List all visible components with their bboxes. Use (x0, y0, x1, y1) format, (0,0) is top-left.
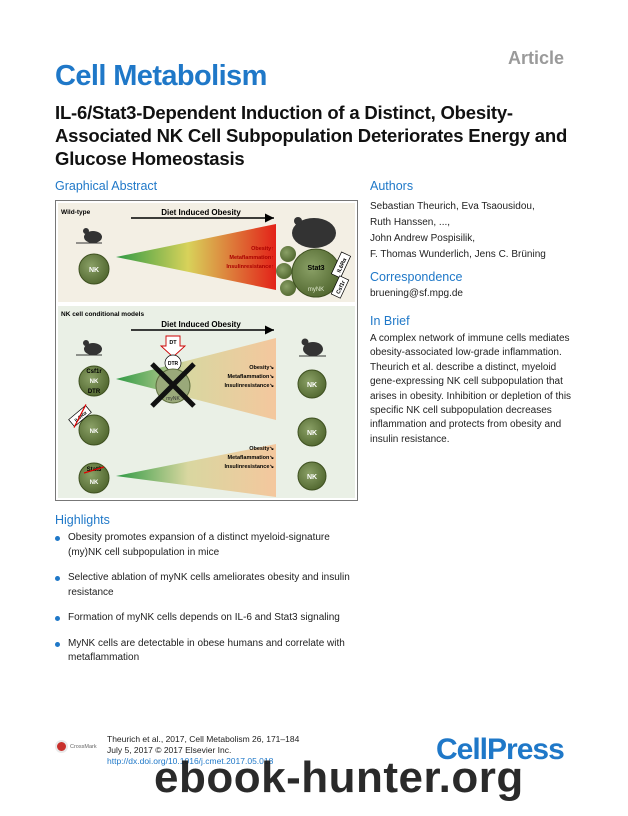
marker-metaflammation-up: Metaflammation↑ (229, 255, 274, 261)
doi-link[interactable]: http://dx.doi.org/10.1016/j.cmet.2017.05… (107, 756, 274, 766)
correspondence-heading: Correspondence (370, 270, 463, 284)
nk-cell-small (280, 246, 296, 262)
authors-list: Sebastian Theurich, Eva Tsaousidou, Ruth… (370, 199, 570, 263)
obesity-triangle-2 (116, 338, 276, 420)
marker-metaflammation-down: Metaflammation↘ (228, 374, 275, 380)
highlights-list: Obesity promotes expansion of a distinct… (55, 531, 355, 677)
nk-csf1r-dtr-cell (78, 365, 110, 397)
crossmark-badge[interactable]: CrossMark (55, 740, 97, 753)
authors-heading: Authors (370, 179, 414, 193)
marker-obesity-up: Obesity↑ (251, 246, 274, 252)
in-brief-heading: In Brief (370, 314, 410, 328)
citation-block: Theurich et al., 2017, Cell Metabolism 2… (107, 734, 299, 767)
highlight-item: Formation of myNK cells depends on IL-6 … (55, 611, 355, 626)
stat3-label: Stat3 (307, 265, 324, 272)
author-line: F. Thomas Wunderlich, Jens C. Brüning (370, 249, 546, 260)
nk-cell-right (297, 369, 327, 399)
author-line: Ruth Hanssen, ..., (370, 217, 451, 228)
diet-induced-obesity-label-2: Diet Induced Obesity (161, 320, 241, 329)
highlight-item: MyNK cells are detectable in obese human… (55, 637, 355, 666)
nk-cell-small (276, 263, 292, 279)
marker-insulinresistance-down: Insulinresistance↘ (224, 383, 274, 389)
obesity-triangle (116, 224, 276, 290)
marker-insulinresistance-up: Insulinresistance↑ (226, 264, 274, 270)
article-type-label: Article (507, 48, 564, 68)
nk-label-right-3: NK (307, 474, 317, 481)
in-brief-text: A complex network of immune cells mediat… (370, 333, 572, 445)
csf1r-label: Csf1r (86, 369, 102, 375)
diphtheria-toxin-indicator: DT (159, 335, 187, 358)
csf1r-receptor: Csf1r (330, 275, 350, 299)
marker-obesity-down-2: Obesity↘ (249, 446, 274, 452)
article-title: IL-6/Stat3-Dependent Induction of a Dist… (55, 102, 568, 169)
highlight-item: Selective ablation of myNK cells amelior… (55, 571, 355, 600)
nk-cell-label: NK (89, 267, 99, 274)
highlights-heading: Highlights (55, 513, 110, 527)
nk-label-3: NK (90, 429, 99, 435)
dtr-label: DTR (88, 389, 101, 395)
graphical-abstract-heading: Graphical Abstract (55, 179, 158, 193)
mouse-obese-icon (292, 217, 336, 248)
nk-stat3-cell (78, 462, 110, 494)
bullet-icon (55, 616, 60, 621)
mouse-lean-icon-3 (299, 338, 326, 357)
conditional-models-label: NK cell conditional models (61, 311, 144, 318)
bullet-icon (55, 576, 60, 581)
bullet-icon (55, 641, 60, 647)
wild-type-label: Wild-type (61, 209, 91, 216)
nk-label-right-1: NK (307, 382, 317, 389)
nk-il6ra-cell (78, 414, 110, 446)
journal-name: Cell Metabolism (55, 60, 267, 92)
svg-text:DT: DT (169, 340, 177, 346)
nk-cell (78, 253, 110, 285)
nk-label-4: NK (90, 480, 99, 486)
marker-insulinresistance-down-2: Insulinresistance↘ (224, 464, 274, 470)
nk-cell-small (280, 280, 296, 296)
correspondence-email[interactable]: bruening@sf.mpg.de (370, 288, 463, 299)
crossmark-label: CrossMark (70, 743, 97, 750)
author-line: Sebastian Theurich, Eva Tsaousidou, (370, 201, 535, 212)
mynk-label: myNK (308, 287, 324, 293)
watermark-text: ebook-hunter.org (154, 753, 524, 802)
graphical-abstract-figure: Wild-type Diet Induced Obesity NK Obesit… (55, 200, 358, 501)
nk-cell-right (297, 417, 327, 447)
ablation-cross (150, 362, 196, 408)
highlight-item: Obesity promotes expansion of a distinct… (55, 531, 355, 560)
cellpress-logo: CellPress (436, 733, 565, 766)
obesity-triangle-3 (116, 444, 276, 497)
svg-text:Csf1r: Csf1r (336, 279, 348, 295)
crossmark-icon (55, 740, 68, 753)
mouse-lean-icon-2 (76, 340, 102, 356)
citation-line: Theurich et al., 2017, Cell Metabolism 2… (107, 734, 300, 744)
bullet-icon (55, 536, 60, 541)
stat3-strike (83, 466, 105, 474)
marker-metaflammation-down-2: Metaflammation↘ (228, 455, 275, 461)
ablated-mynk-label: myNK (166, 396, 180, 402)
diet-induced-obesity-label: Diet Induced Obesity (161, 208, 241, 217)
citation-date: July 5, 2017 © 2017 Elsevier Inc. (107, 745, 232, 755)
marker-obesity-down: Obesity↘ (249, 365, 274, 371)
nk-label-right-2: NK (307, 430, 317, 437)
nk-cell-right (297, 461, 327, 491)
mouse-lean-icon (76, 228, 102, 244)
author-line: John Andrew Pospisilik, (370, 233, 476, 244)
dtr-receptor-label: DTR (168, 361, 179, 367)
nk-label-2: NK (90, 379, 99, 385)
